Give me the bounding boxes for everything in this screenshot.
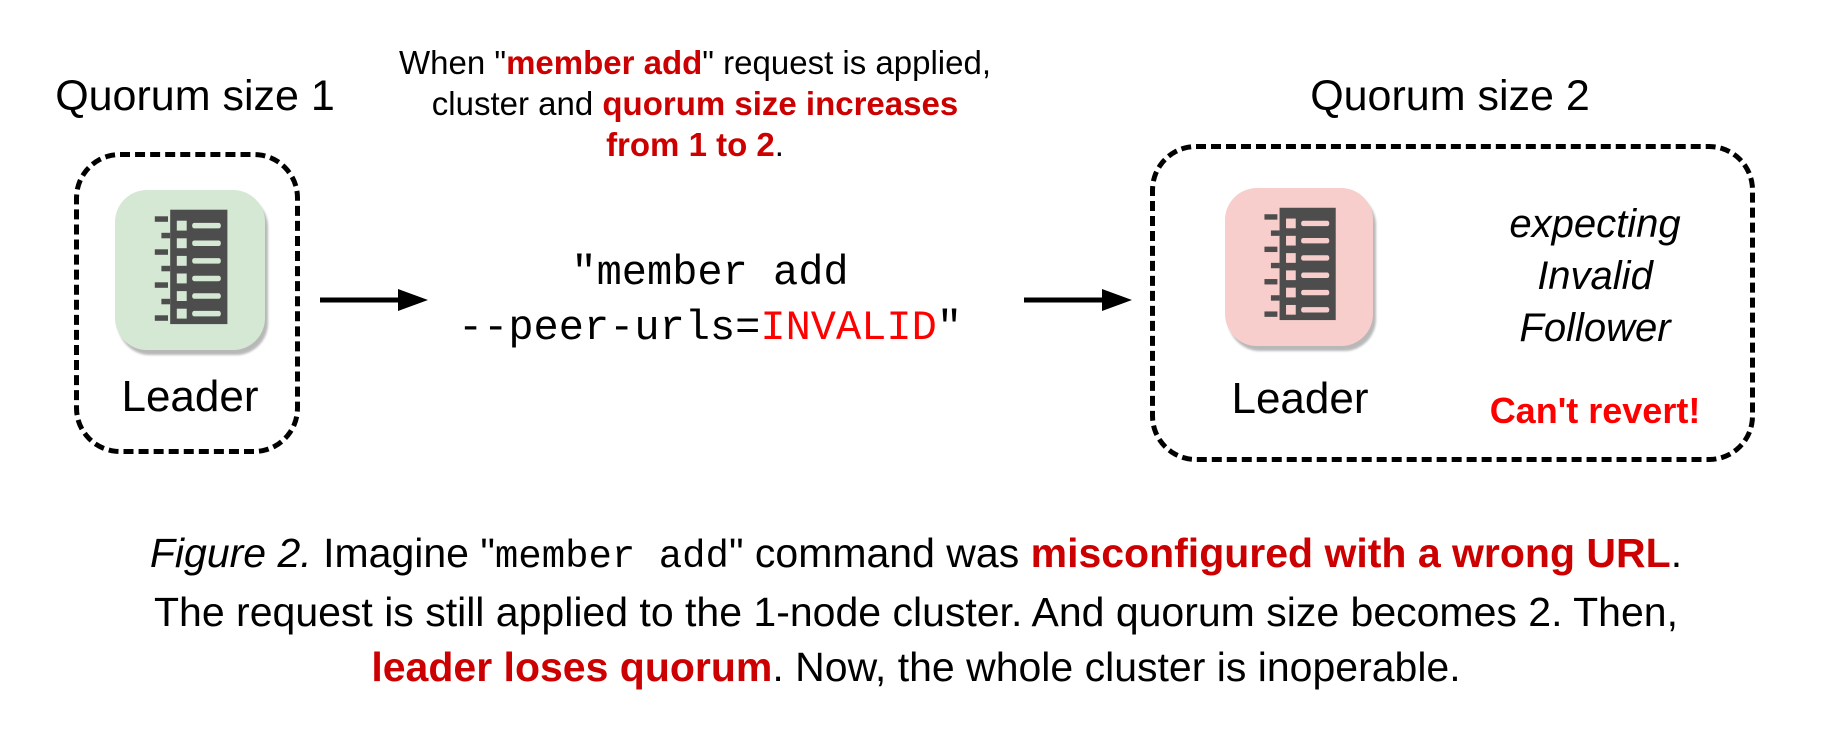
right-leader-label: Leader xyxy=(1231,374,1369,423)
note-text: " request is applied, xyxy=(702,44,992,81)
right-cluster-box xyxy=(1150,144,1755,462)
note-member-add: member add xyxy=(506,44,703,81)
note-quorum-increase: quorum size increases xyxy=(602,85,959,122)
arrow-right-icon xyxy=(1022,288,1132,317)
expecting-line: Invalid xyxy=(1537,254,1653,298)
expecting-line: expecting xyxy=(1509,202,1681,246)
command-quote: " xyxy=(936,304,963,352)
left-cluster-box xyxy=(74,152,300,454)
arrow-right-icon xyxy=(318,288,428,317)
note-text: When " xyxy=(398,44,507,81)
expecting-invalid-follower: expecting Invalid Follower xyxy=(1430,198,1760,354)
caption-text: . xyxy=(1670,530,1683,576)
note-text: cluster and xyxy=(431,85,603,122)
command-peer-urls: --peer-urls= xyxy=(457,304,761,352)
note-line-3: from 1 to 2. xyxy=(390,124,1000,165)
caption-text: Imagine " xyxy=(311,530,495,576)
leader-node-green xyxy=(115,190,265,350)
caption-line-1: Figure 2. Imagine "member add" command w… xyxy=(50,526,1782,585)
note-line-1: When "member add" request is applied, xyxy=(390,42,1000,83)
left-quorum-title: Quorum size 1 xyxy=(55,72,335,120)
left-leader-label: Leader xyxy=(121,372,259,421)
note-text: . xyxy=(774,126,784,163)
caption-text: . Now, the whole cluster is inoperable. xyxy=(772,644,1461,690)
leader-node-pink xyxy=(1225,188,1373,346)
cant-revert-warning: Can't revert! xyxy=(1489,390,1701,431)
member-add-command: "member add --peer-urls=INVALID" xyxy=(420,246,1000,356)
figure-label: Figure 2. xyxy=(149,530,312,576)
etcd-server-icon xyxy=(135,207,245,334)
caption-line-3: leader loses quorum. Now, the whole clus… xyxy=(50,640,1782,695)
caption-line-2: The request is still applied to the 1-no… xyxy=(154,589,1678,635)
command-invalid-value: INVALID xyxy=(760,304,937,352)
caption-text: " command was xyxy=(728,530,1031,576)
right-quorum-title: Quorum size 2 xyxy=(1310,72,1590,120)
member-add-note: When "member add" request is applied, cl… xyxy=(390,42,1000,165)
figure-caption: Figure 2. Imagine "member add" command w… xyxy=(50,526,1782,695)
note-line-2: cluster and quorum size increases xyxy=(390,83,1000,124)
note-from-1-to-2: from 1 to 2 xyxy=(606,126,775,163)
etcd-server-icon xyxy=(1245,205,1353,330)
command-line-1: "member add xyxy=(571,249,849,297)
caption-member-add-code: member add xyxy=(494,535,729,579)
expecting-line: Follower xyxy=(1519,306,1671,350)
command-line-2: --peer-urls=INVALID" xyxy=(420,301,1000,356)
caption-loses-quorum-em: leader loses quorum xyxy=(371,644,773,690)
caption-misconfigured-em: misconfigured with a wrong URL xyxy=(1030,530,1671,576)
